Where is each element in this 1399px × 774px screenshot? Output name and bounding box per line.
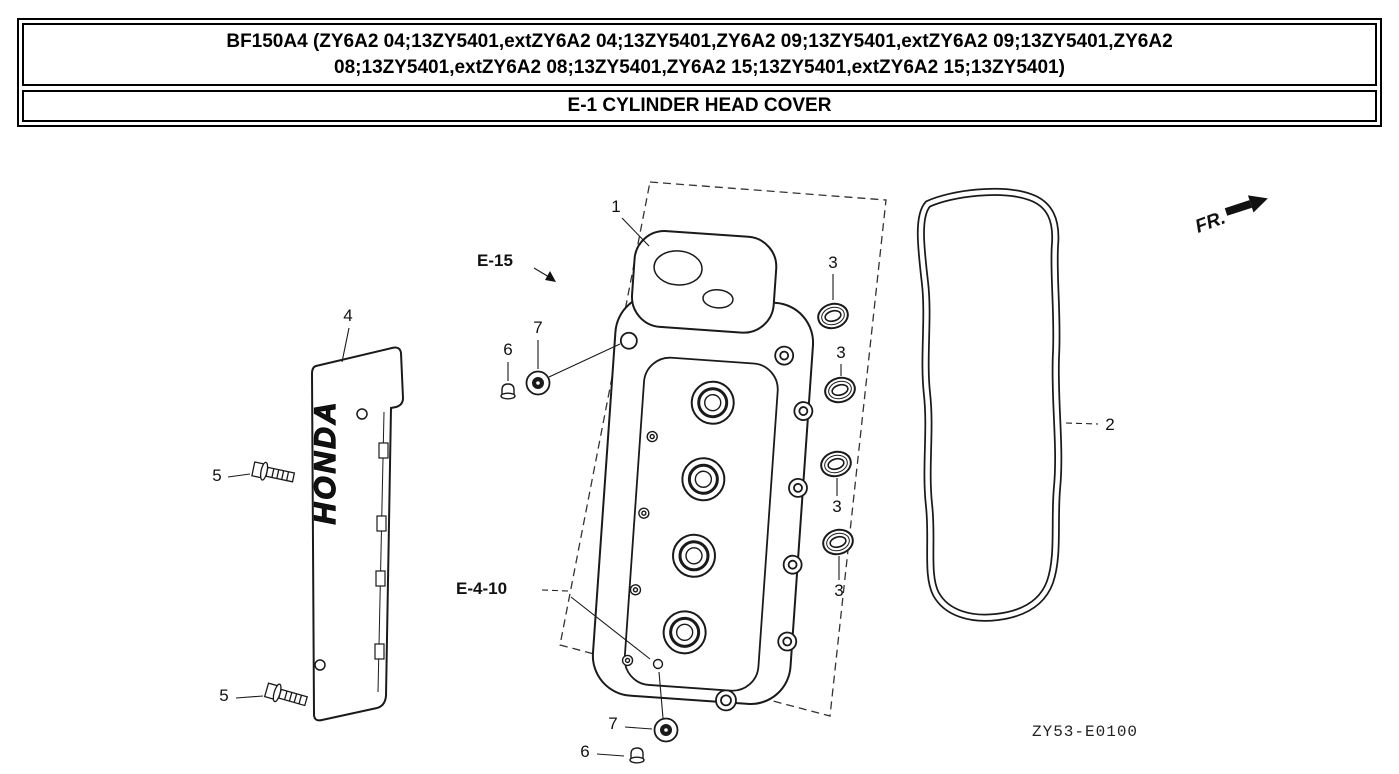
- side-cover-drawing: HONDA: [308, 346, 405, 722]
- leader-line: [658, 671, 664, 719]
- leader-line: [541, 589, 569, 592]
- part-label-1: 1: [611, 197, 620, 216]
- part-label-5: 5: [219, 686, 228, 705]
- plug-well: [690, 380, 735, 425]
- leader-line: [341, 327, 350, 363]
- stud-bolts: [621, 430, 658, 667]
- page-header: BF150A4 (ZY6A2 04;13ZY5401,extZY6A2 04;1…: [17, 18, 1382, 128]
- part-label-4: 4: [343, 306, 352, 325]
- part-label-7: 7: [533, 318, 542, 337]
- model-header: BF150A4 (ZY6A2 04;13ZY5401,extZY6A2 04;1…: [22, 23, 1377, 87]
- bolt-bosses: [619, 331, 814, 712]
- leader-line: [596, 753, 625, 757]
- leader-line: [624, 726, 653, 730]
- fr-direction-marker: FR.: [1193, 195, 1268, 238]
- brand-logo-text: HONDA: [309, 400, 342, 525]
- plug-well: [662, 610, 707, 655]
- leader-line: [570, 596, 651, 660]
- dashed-enclosure: [559, 181, 887, 717]
- plug-well: [672, 533, 717, 578]
- leader-line: [548, 343, 621, 378]
- grommet-washer-drawing: [525, 370, 551, 396]
- plug-well: [681, 457, 726, 502]
- flange-bolt-drawing: [263, 682, 309, 707]
- oil-seal-drawing: [824, 376, 856, 404]
- cap-nut-drawing: [500, 383, 516, 400]
- part-label-3: 3: [836, 343, 845, 362]
- part-label-5: 5: [212, 466, 221, 485]
- drawing-code: ZY53-E0100: [1032, 723, 1138, 741]
- fr-arrow-icon: [1224, 195, 1268, 216]
- mount-stud: [652, 658, 664, 670]
- part-label-7: 7: [608, 714, 617, 733]
- cap-nut-drawing: [629, 747, 645, 764]
- model-title: BF150A4 (ZY6A2 04;13ZY5401,extZY6A2 04;1…: [226, 31, 1173, 78]
- oil-seal-drawing: [822, 528, 854, 556]
- flange-bolt-drawing: [251, 461, 296, 483]
- ref-label-e4-10: E-4-10: [456, 579, 507, 598]
- e15-arrowhead: [545, 271, 556, 282]
- section-header: E-1 CYLINDER HEAD COVER: [22, 90, 1377, 123]
- part-label-3: 3: [834, 581, 843, 600]
- cylinder-head-cover-drawing: [591, 230, 815, 712]
- ref-label-e15: E-15: [477, 251, 513, 270]
- fr-label: FR.: [1193, 207, 1229, 237]
- gasket-drawing: [916, 187, 1063, 622]
- oil-seal-drawing: [817, 302, 849, 330]
- part-label-2: 2: [1105, 415, 1114, 434]
- leader-line: [235, 695, 264, 699]
- part-label-3: 3: [828, 253, 837, 272]
- part-label-3: 3: [832, 497, 841, 516]
- part-label-6: 6: [503, 340, 512, 359]
- leader-line: [227, 473, 251, 478]
- section-title: E-1 CYLINDER HEAD COVER: [567, 95, 832, 117]
- leader-line: [621, 217, 650, 247]
- grommet-washer-drawing: [653, 717, 679, 743]
- leader-line: [1065, 422, 1099, 425]
- oil-seal-drawing: [820, 450, 852, 478]
- leader-line: [533, 267, 550, 278]
- part-label-6: 6: [580, 742, 589, 761]
